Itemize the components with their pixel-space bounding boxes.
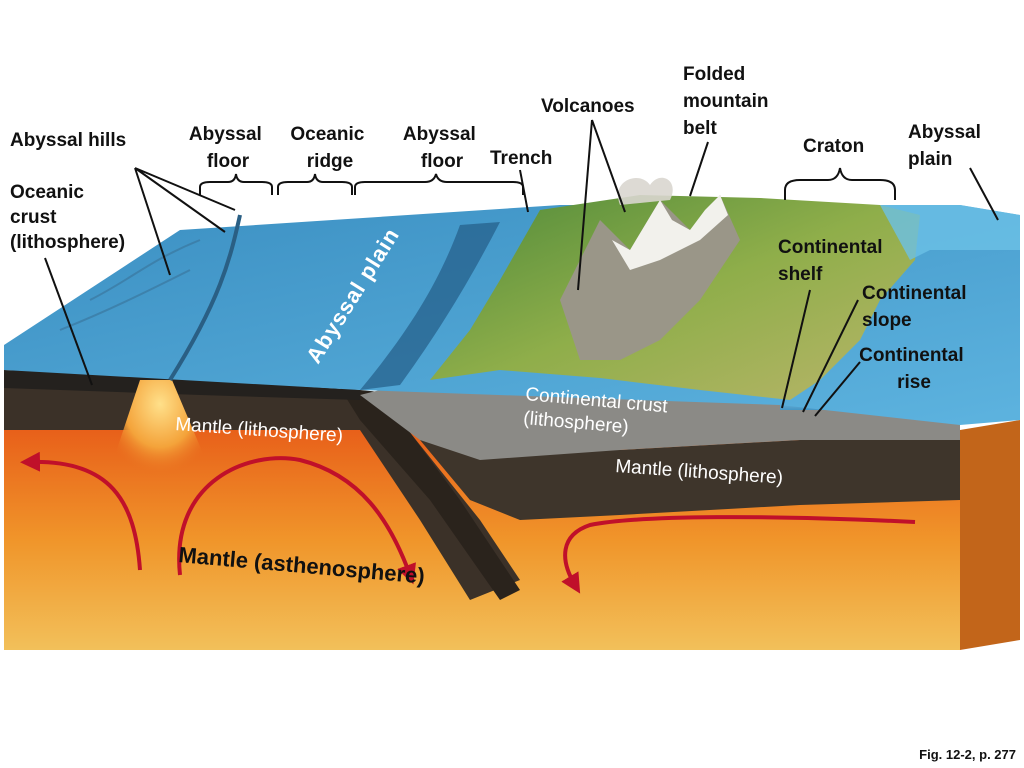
convection-arrow-right bbox=[561, 515, 916, 594]
abyssal-hills-leader bbox=[134, 167, 236, 276]
oceanic-ridge-line-2: ridge bbox=[307, 151, 353, 172]
continental-slope-label: Continental slope bbox=[862, 283, 972, 331]
abyssal-floor-right-bracket bbox=[354, 173, 524, 195]
continental-slope-leader bbox=[802, 299, 859, 413]
abyssal-floor-right-label: Abyssal floor bbox=[403, 124, 481, 172]
abyssal-floor-right-line-1: Abyssal bbox=[403, 124, 476, 145]
volcanoes-leader bbox=[577, 119, 626, 291]
craton-label: Craton bbox=[803, 136, 864, 157]
continental-shelf-water bbox=[880, 205, 1020, 260]
continental-rise-line-2: rise bbox=[897, 372, 931, 393]
oceanic-crust-layer bbox=[4, 370, 360, 400]
continental-slope-line-1: Continental bbox=[862, 283, 967, 304]
continental-shelf-label: Continental shelf bbox=[778, 237, 888, 285]
continental-rise-line-1: Continental bbox=[859, 345, 964, 366]
folded-mountain-line-1: Folded bbox=[683, 64, 745, 85]
abyssal-floor-left-label: Abyssal floor bbox=[189, 124, 267, 172]
abyssal-hills-label: Abyssal hills bbox=[10, 130, 126, 151]
abyssal-plain-right-label: Abyssal plain bbox=[908, 122, 986, 170]
abyssal-floor-left-line-1: Abyssal bbox=[189, 124, 262, 145]
abyssal-floor-left-line-2: floor bbox=[207, 151, 250, 172]
oceanic-crust-leader bbox=[44, 257, 93, 386]
abyssal-floor-left-bracket bbox=[199, 173, 273, 195]
trench-shadow bbox=[360, 222, 500, 390]
convection-arrow-center bbox=[177, 456, 416, 585]
craton-bracket bbox=[784, 167, 896, 200]
continental-slope-line-2: slope bbox=[862, 310, 912, 331]
block-side-face bbox=[960, 420, 1020, 650]
abyssal-plain-right-line-2: plain bbox=[908, 149, 952, 170]
oceanic-ridge-bracket bbox=[277, 173, 353, 195]
figure-caption: Fig. 12-2, p. 277 bbox=[919, 747, 1016, 762]
seafloor-ridge-line bbox=[168, 214, 242, 382]
continental-shelf-line-2: shelf bbox=[778, 264, 823, 285]
volcano-plume bbox=[617, 177, 673, 205]
ridge-plume bbox=[110, 380, 210, 500]
folded-mountain-leader bbox=[689, 141, 709, 197]
volcanoes-label: Volcanoes bbox=[541, 96, 635, 117]
abyssal-plain-right-line-1: Abyssal bbox=[908, 122, 981, 143]
oceanic-crust-line-2: crust bbox=[10, 207, 57, 228]
folded-mountain-belt-label: Folded mountain belt bbox=[683, 64, 774, 139]
folded-mountain-line-3: belt bbox=[683, 118, 717, 139]
oceanic-ridge-line-1: Oceanic bbox=[290, 124, 364, 145]
continental-mantle-lithosphere bbox=[420, 440, 960, 520]
continental-shelf-leader bbox=[781, 289, 811, 409]
oceanic-crust-label: Oceanic crust (lithosphere) bbox=[10, 182, 125, 253]
trench-label: Trench bbox=[490, 148, 552, 169]
continental-shelf-line-1: Continental bbox=[778, 237, 883, 258]
oceanic-crust-line-1: Oceanic bbox=[10, 182, 84, 203]
folded-mountain-line-2: mountain bbox=[683, 91, 769, 112]
abyssal-floor-right-line-2: floor bbox=[421, 151, 464, 172]
mountain-snow bbox=[600, 195, 728, 270]
oceanic-ridge-label: Oceanic ridge bbox=[290, 124, 369, 172]
abyssal-plain-right-leader bbox=[969, 167, 999, 221]
continental-rise-label: Continental rise bbox=[859, 345, 969, 393]
abyssal-hill-texture bbox=[59, 239, 201, 331]
subducting-slab bbox=[340, 388, 520, 600]
trench-leader bbox=[519, 169, 529, 213]
oceanic-crust-line-3: (lithosphere) bbox=[10, 232, 125, 253]
convection-arrow-left bbox=[20, 451, 142, 571]
continental-rise-leader bbox=[814, 361, 861, 417]
